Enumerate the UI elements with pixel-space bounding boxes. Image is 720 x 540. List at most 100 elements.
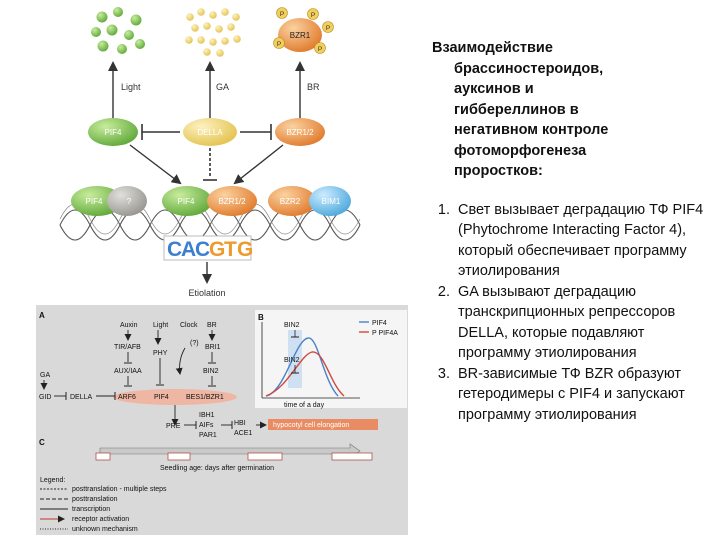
bzr2-node xyxy=(268,186,316,216)
dot xyxy=(91,27,101,37)
phospho-label: P xyxy=(311,12,315,19)
motif-letter: T xyxy=(224,238,237,261)
bzr12-upper-label: BZR1/2 xyxy=(286,128,314,137)
pif4-label: PIF4 xyxy=(154,394,169,401)
gid-label: GID xyxy=(39,394,51,401)
dot xyxy=(185,36,193,44)
text-panel: Взаимодействие брассиностероидов, ауксин… xyxy=(420,38,715,425)
phospho-badge xyxy=(307,8,319,20)
dot xyxy=(216,49,224,57)
ace1-label: ACE1 xyxy=(234,430,252,437)
stage-box xyxy=(95,452,111,461)
dot xyxy=(209,11,217,19)
tir-afb-label: TIR/AFB xyxy=(114,344,141,351)
bri1-label: BRI1 xyxy=(205,344,221,351)
phospho-badge xyxy=(276,7,288,19)
pif4-complex-label: PIF4 xyxy=(178,197,195,206)
dot xyxy=(113,7,123,17)
pif4-curve xyxy=(265,337,339,397)
phospho-badge xyxy=(322,21,334,33)
bin2-label: BIN2 xyxy=(203,368,219,375)
pif4a-curve xyxy=(265,351,345,397)
dot xyxy=(197,36,205,44)
light-label: Light xyxy=(121,82,141,92)
panel-c-caption: Seedling age: days after germination xyxy=(160,465,274,472)
panel-a: A Auxin Light Clock BR TIR/AFB PHY (?) B… xyxy=(39,311,378,439)
title-line: фотоморфогенеза xyxy=(454,142,587,159)
legend-title: Legend: xyxy=(40,477,65,484)
etiolation-label: Etiolation xyxy=(188,288,225,298)
dot xyxy=(135,39,145,49)
title-line: негативном контроле xyxy=(454,122,609,138)
dot xyxy=(233,35,241,43)
dot xyxy=(227,23,235,31)
dot xyxy=(221,8,229,16)
point-item: BR-зависимые ТФ BZR образуют гетеродимер… xyxy=(454,364,715,426)
ibh1-label: IBH1 xyxy=(199,412,215,419)
motif-letter: G xyxy=(209,238,225,261)
dot xyxy=(106,24,118,36)
bim1-node xyxy=(309,186,351,216)
phy-label: PHY xyxy=(153,350,168,357)
unknown-factor-node xyxy=(107,186,147,216)
panel-c: C Seedling age: days after germination xyxy=(39,438,373,472)
phospho-label: P xyxy=(326,25,330,32)
della-label: DELLA xyxy=(197,128,223,137)
stage-box xyxy=(167,452,191,461)
hypocotyl-elongation-label: hypocotyl cell elongation xyxy=(273,422,349,429)
dot xyxy=(232,13,240,21)
unknown-label: (?) xyxy=(190,340,199,347)
title-line: проростков: xyxy=(454,163,543,179)
arf6-label: ARF6 xyxy=(118,394,136,401)
panel-b-letter: B xyxy=(258,313,264,322)
aux-iaa-label: AUX/IAA xyxy=(114,368,142,375)
bzr1-node xyxy=(278,18,322,52)
hbi-label: HBI xyxy=(234,420,246,427)
title-line: гиббереллинов в xyxy=(454,101,579,118)
motif-letter: G xyxy=(237,238,253,261)
br-label: BR xyxy=(307,82,320,92)
dot xyxy=(197,8,205,16)
cacgtg-motif-box xyxy=(163,235,252,261)
legend-item: posttranslation xyxy=(72,496,118,503)
elongation-box xyxy=(268,419,378,430)
complex-highlight xyxy=(113,389,237,405)
light-label: Light xyxy=(153,322,168,329)
panel-b: B BIN2 BIN2 PIF4 P PIF4A time of a day xyxy=(258,313,398,409)
dot xyxy=(203,22,211,30)
dot xyxy=(215,25,223,33)
legend-item: transcription xyxy=(72,506,110,513)
top-diagram: BZR1 P P P P P Light GA BR PIF4 DELLA BZ… xyxy=(59,7,361,298)
bzr1-phosphorylated: BZR1 P P P P P xyxy=(273,7,334,54)
aifs-label: AIFs xyxy=(199,422,214,429)
panel-a-letter: A xyxy=(39,311,45,320)
bottom-diagram: A Auxin Light Clock BR TIR/AFB PHY (?) B… xyxy=(36,305,408,535)
phospho-label: P xyxy=(318,46,322,53)
pre-label: PRE xyxy=(166,423,181,430)
legend: Legend: posttranslation - multiple steps… xyxy=(40,477,167,533)
br-label: BR xyxy=(207,322,217,329)
title-line: Взаимодействие xyxy=(432,40,553,56)
dot xyxy=(124,30,134,40)
della-node xyxy=(183,118,237,146)
stage-box xyxy=(331,452,373,461)
della-degradation-dots xyxy=(185,8,241,57)
dot xyxy=(191,24,199,32)
phospho-badge xyxy=(273,37,285,49)
dot xyxy=(130,14,142,26)
bzr12-upper-node xyxy=(275,118,325,146)
bes1-bzr1-label: BES1/BZR1 xyxy=(186,394,224,401)
legend-pif4a: P PIF4A xyxy=(372,330,398,337)
bzr12-complex-node xyxy=(207,186,257,216)
pif4-complex-node xyxy=(162,186,212,216)
panel-b-background xyxy=(255,310,407,408)
clock-label: Clock xyxy=(180,322,198,329)
bin2-label-top: BIN2 xyxy=(284,322,300,329)
point-list: Свет вызывает деградацию ТФ PIF4 (Phytoc… xyxy=(420,200,715,426)
panel-b-xlabel: time of a day xyxy=(284,402,325,409)
bin2-label-bottom: BIN2 xyxy=(284,357,300,364)
legend-item: unknown mechanism xyxy=(72,526,138,533)
cacgtg-motif: C A C G T G xyxy=(167,238,253,261)
motif-letter: A xyxy=(181,238,196,261)
legend-pif4: PIF4 xyxy=(372,320,387,327)
